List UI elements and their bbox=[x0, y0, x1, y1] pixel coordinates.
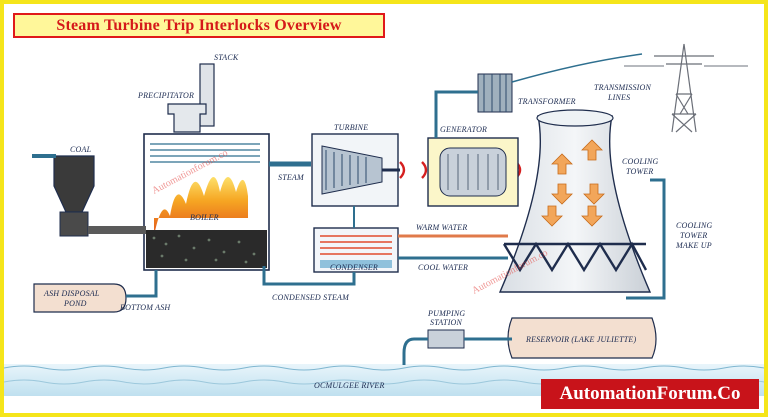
generator bbox=[427, 137, 519, 207]
label-makeup-line1: COOLING bbox=[676, 221, 713, 230]
label-boiler: BOILER bbox=[190, 213, 219, 222]
condenser bbox=[313, 206, 399, 273]
label-makeup-line3: MAKE UP bbox=[675, 241, 712, 250]
label-cooling-tower-line1: COOLING bbox=[622, 157, 659, 166]
label-reservoir: RESERVOIR (LAKE JULIETTE) bbox=[525, 335, 637, 344]
label-generator: GENERATOR bbox=[440, 125, 487, 134]
label-turbine: TURBINE bbox=[334, 123, 368, 132]
label-warm-water: WARM WATER bbox=[416, 223, 467, 232]
label-condenser: CONDENSER bbox=[330, 263, 378, 272]
precipitator bbox=[167, 103, 207, 133]
label-cool-water: COOL WATER bbox=[418, 263, 468, 272]
turbine bbox=[311, 133, 400, 207]
reservoir bbox=[507, 317, 657, 359]
pumping-station bbox=[402, 329, 512, 365]
label-pumping-line1: PUMPING bbox=[427, 309, 465, 318]
page-title: Steam Turbine Trip Interlocks Overview bbox=[56, 16, 342, 34]
brand-banner: AutomationForum.Co bbox=[541, 379, 759, 409]
coal-hopper bbox=[32, 154, 146, 237]
transformer bbox=[434, 53, 643, 138]
label-steam: STEAM bbox=[278, 173, 305, 182]
transmission-tower bbox=[624, 43, 748, 133]
cooling-tower bbox=[498, 109, 652, 293]
ash-disposal-pond bbox=[33, 270, 158, 313]
label-river: OCMULGEE RIVER bbox=[314, 381, 385, 390]
condensed-steam-line bbox=[262, 266, 356, 286]
stack bbox=[199, 63, 215, 127]
label-pumping-line2: STATION bbox=[430, 318, 463, 327]
label-ash-pond-line1: ASH DISPOSAL bbox=[43, 289, 100, 298]
label-ash-pond-line2: POND bbox=[63, 299, 87, 308]
label-makeup-line2: TOWER bbox=[680, 231, 708, 240]
makeup-line bbox=[626, 178, 666, 300]
label-coal: COAL bbox=[70, 145, 92, 154]
brand-text: AutomationForum.Co bbox=[559, 383, 741, 404]
label-condensed-steam: CONDENSED STEAM bbox=[272, 293, 350, 302]
label-stack: STACK bbox=[214, 53, 239, 62]
label-transmission-line2: LINES bbox=[607, 93, 630, 102]
label-precipitator: PRECIPITATOR bbox=[137, 91, 194, 100]
label-transmission-line1: TRANSMISSION bbox=[594, 83, 652, 92]
page-title-box: Steam Turbine Trip Interlocks Overview bbox=[13, 13, 385, 38]
power-plant-diagram: STACK PRECIPITATOR COAL BOILER STEAM TUR… bbox=[4, 43, 764, 396]
label-transformer: TRANSFORMER bbox=[518, 97, 576, 106]
boiler bbox=[143, 133, 270, 271]
label-cooling-tower-line2: TOWER bbox=[626, 167, 654, 176]
label-bottom-ash: BOTTOM ASH bbox=[120, 303, 171, 312]
